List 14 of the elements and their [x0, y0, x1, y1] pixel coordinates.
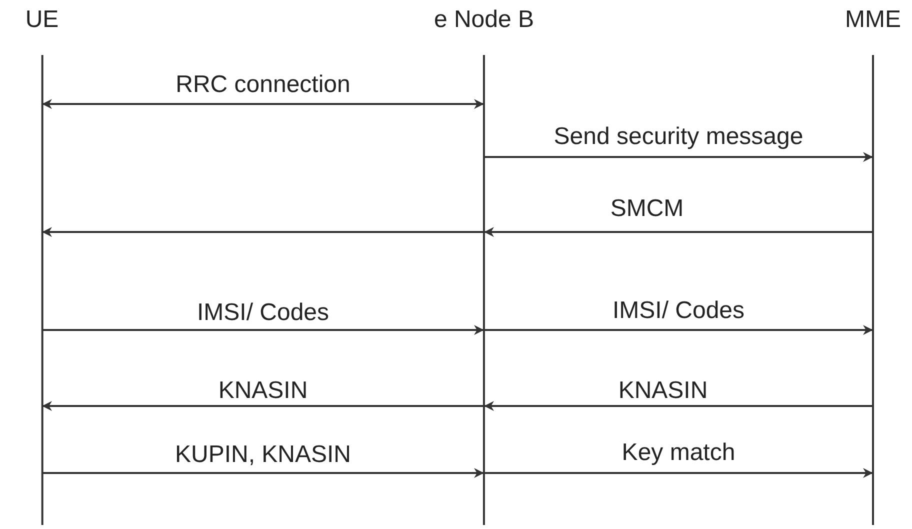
message-arrow — [484, 468, 873, 478]
message-arrow — [484, 325, 873, 335]
message-arrow — [42, 325, 484, 335]
message-arrow — [484, 152, 873, 162]
edge-label: Send security message — [552, 124, 806, 150]
participant-label: e Node B — [432, 6, 536, 34]
message-arrow — [484, 227, 873, 237]
message-arrow — [42, 468, 484, 478]
message-arrow — [42, 99, 484, 109]
participant-label: UE — [24, 6, 60, 34]
message-arrow — [42, 227, 484, 237]
participant-label: MME — [844, 6, 902, 34]
message-arrow — [42, 401, 484, 411]
message-arrow — [484, 401, 873, 411]
